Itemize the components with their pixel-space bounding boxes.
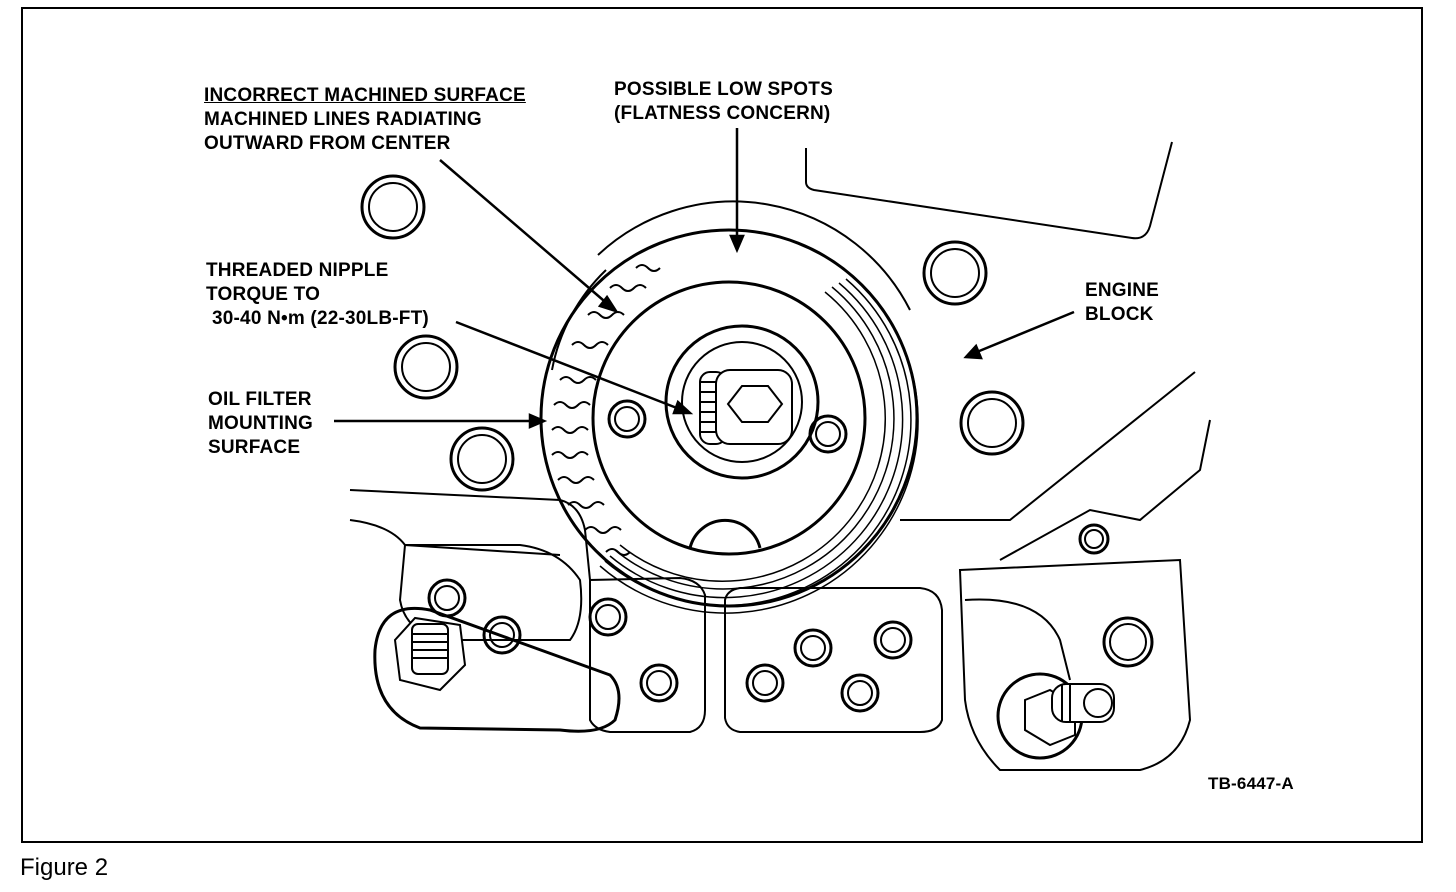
- lower-casting-left-2: [349, 519, 561, 556]
- figure-caption: Figure 2: [20, 854, 109, 881]
- block-bolt-holes: [360, 174, 1154, 713]
- nipple-line-3: 30-40 N•m (22-30LB-FT): [212, 308, 429, 329]
- filter-line-3: SURFACE: [208, 437, 301, 458]
- center-pad-left: [589, 576, 706, 733]
- engine-block-outline: [805, 141, 1173, 240]
- right-lower-pad: [958, 558, 1192, 771]
- concentric-machine-lines: [599, 275, 919, 614]
- block-contour-right-2: [999, 419, 1211, 561]
- oil-filter-mounting-surface-label: OIL FILTER MOUNTING SURFACE: [208, 388, 313, 460]
- lower-casting-left: [349, 489, 591, 581]
- right-lower-contour: [964, 598, 1071, 681]
- threaded-nipple-label: THREADED NIPPLE TORQUE TO 30-40 N•m (22-…: [206, 259, 429, 331]
- left-stud: [373, 606, 621, 733]
- engine-line-2: BLOCK: [1085, 304, 1154, 325]
- threaded-nipple-assembly: [607, 324, 848, 549]
- low-spots-line-2: (FLATNESS CONCERN): [614, 103, 831, 124]
- figure-code: TB-6447-A: [1208, 774, 1294, 793]
- center-pad-right: [724, 587, 943, 733]
- incorrect-line-3: OUTWARD FROM CENTER: [204, 133, 451, 154]
- figure-frame: [21, 7, 1423, 843]
- nipple-line-1: THREADED NIPPLE: [206, 260, 389, 281]
- possible-low-spots-label: POSSIBLE LOW SPOTS (FLATNESS CONCERN): [614, 78, 833, 126]
- filter-line-1: OIL FILTER: [208, 389, 312, 410]
- incorrect-title: INCORRECT MACHINED SURFACE: [204, 85, 526, 106]
- low-spots-line-1: POSSIBLE LOW SPOTS: [614, 79, 833, 100]
- nipple-line-2: TORQUE TO: [206, 284, 321, 305]
- right-stud: [996, 672, 1115, 760]
- leader-arrows: [334, 128, 1075, 429]
- block-contour-right: [900, 371, 1196, 521]
- engine-block-label: ENGINE BLOCK: [1085, 279, 1159, 327]
- engine-line-1: ENGINE: [1085, 280, 1160, 301]
- wavy-machine-lines: [551, 264, 661, 556]
- incorrect-line-2: MACHINED LINES RADIATING: [204, 109, 482, 130]
- filter-line-2: MOUNTING: [208, 413, 314, 434]
- incorrect-machined-surface-label: INCORRECT MACHINED SURFACE MACHINED LINE…: [204, 84, 526, 156]
